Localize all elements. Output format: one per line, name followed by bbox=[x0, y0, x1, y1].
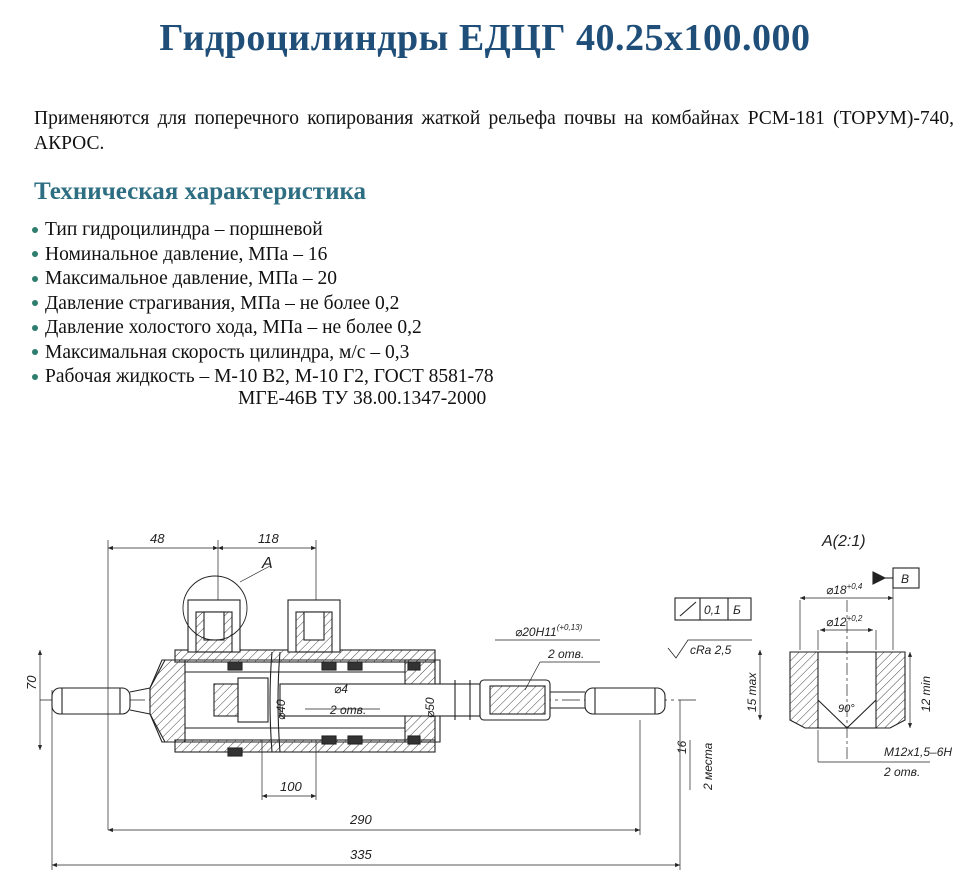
bullet-icon bbox=[32, 373, 38, 380]
roughness-label: cRa 2,5 bbox=[690, 643, 732, 657]
dim-335: 335 bbox=[350, 847, 372, 862]
dim-100: 100 bbox=[280, 779, 302, 794]
spec-continuation: МГЕ-46В ТУ 38.00.1347-2000 bbox=[238, 388, 487, 409]
detail-angle: 90° bbox=[838, 703, 855, 715]
bullet-icon bbox=[32, 349, 38, 356]
intro-paragraph: Применяются для поперечного копирования … bbox=[34, 108, 954, 154]
dim-2otv-left: 2 отв. bbox=[329, 703, 366, 717]
bullet-icon bbox=[32, 226, 38, 233]
detail-thread: М12х1,5–6Н bbox=[884, 745, 952, 759]
dim-d50: ⌀50 bbox=[423, 697, 437, 718]
detail-base: В bbox=[901, 572, 909, 586]
dim-15max: 15 max bbox=[745, 672, 759, 712]
view-label-a: А bbox=[261, 555, 273, 572]
dim-70: 70 bbox=[24, 675, 39, 690]
dim-d4: ⌀4 bbox=[334, 682, 348, 696]
bullet-icon bbox=[32, 251, 38, 258]
spec-list: Тип гидроцилиндра – поршневой Номинально… bbox=[32, 218, 494, 390]
page-title: Гидроцилиндры ЕДЦГ 40.25х100.000 bbox=[159, 17, 811, 59]
detail-12min: 12 min bbox=[919, 676, 933, 712]
bullet-icon bbox=[32, 300, 38, 307]
spec-item: Давление страгивания, МПа – не более 0,2 bbox=[32, 292, 494, 317]
hole-count: 2 отв. bbox=[547, 647, 584, 661]
spec-item: Максимальное давление, МПа – 20 bbox=[32, 267, 494, 292]
dim-48: 48 bbox=[150, 531, 165, 546]
detail-d12: ⌀12+0,2 bbox=[826, 614, 863, 629]
bullet-icon bbox=[32, 275, 38, 282]
section-title: Техническая характеристика bbox=[34, 178, 366, 205]
tol-base: Б bbox=[733, 603, 741, 617]
dim-16: 16 bbox=[675, 740, 689, 754]
spec-item: Тип гидроцилиндра – поршневой bbox=[32, 218, 494, 243]
dim-d40: ⌀40 bbox=[274, 699, 288, 720]
spec-item: Максимальная скорость цилиндра, м/с – 0,… bbox=[32, 341, 494, 366]
dim-118: 118 bbox=[258, 531, 279, 546]
dim-2mesta: 2 места bbox=[701, 742, 715, 791]
spec-item: Давление холостого хода, МПа – не более … bbox=[32, 316, 494, 341]
detail-title: А(2:1) bbox=[821, 533, 866, 550]
hole-label: ⌀20Н11(+0,13) bbox=[515, 623, 583, 639]
dim-290: 290 bbox=[349, 812, 372, 827]
cylinder-drawing bbox=[37, 540, 930, 870]
detail-2otv: 2 отв. bbox=[883, 765, 920, 779]
spec-item: Рабочая жидкость – М-10 В2, М-10 Г2, ГОС… bbox=[32, 365, 494, 390]
bullet-icon bbox=[32, 324, 38, 331]
detail-d18: ⌀18+0,4 bbox=[826, 582, 863, 597]
tol-value: 0,1 bbox=[704, 603, 721, 617]
spec-item: Номинальное давление, МПа – 16 bbox=[32, 243, 494, 268]
